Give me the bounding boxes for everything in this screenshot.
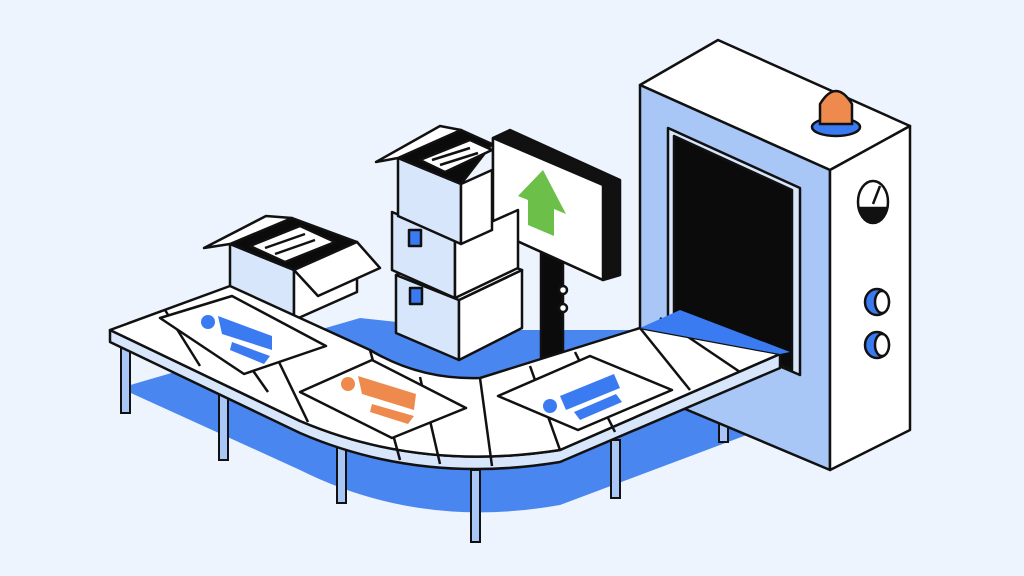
control-knobs	[863, 287, 891, 360]
person-card-blue-left	[158, 294, 328, 376]
belt-exit-shade	[640, 310, 790, 354]
person-card-blue-right	[496, 354, 674, 432]
person-card-orange	[298, 358, 468, 440]
cardboard-box-stack	[374, 124, 524, 362]
gauge-icon	[856, 179, 890, 225]
alarm-beacon-icon	[810, 89, 862, 138]
cardboard-box-left	[202, 214, 382, 322]
